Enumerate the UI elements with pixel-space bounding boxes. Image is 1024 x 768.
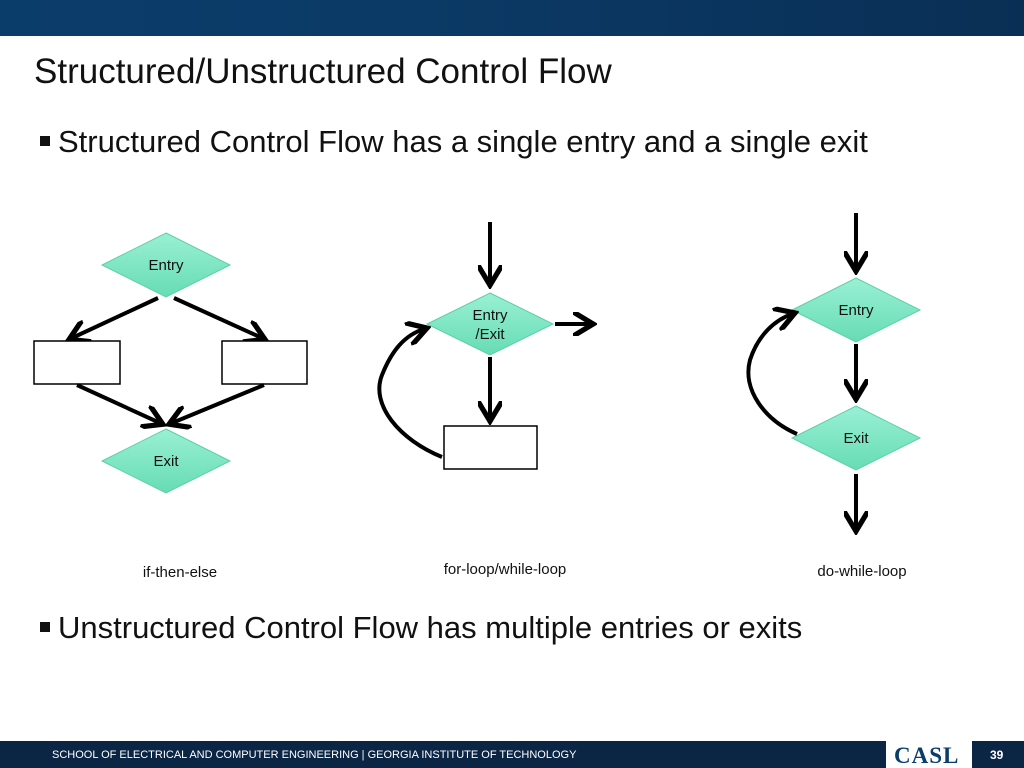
bullet-text: Structured Control Flow has a single ent… [58, 124, 868, 159]
exit-diamond [100, 428, 232, 494]
arrow-then-to-exit [76, 383, 160, 423]
arrow-else-to-exit [172, 383, 265, 423]
caption-if-then-else: if-then-else [142, 564, 218, 581]
entry-exit-label-line2: /Exit [475, 326, 505, 343]
entry-diamond [100, 232, 232, 298]
caption-do-while-loop: do-while-loop [817, 563, 907, 580]
entry-exit-label-line1: Entry [472, 307, 508, 324]
do-while-loop-diagram: Entry Exit [746, 213, 922, 528]
bullet-structured: Structured Control Flow has a single ent… [40, 124, 868, 160]
loop-body-block [443, 425, 538, 470]
page-number: 39 [990, 748, 1004, 762]
entry-label: Entry [838, 302, 874, 319]
arrow-entry-to-then [72, 296, 159, 338]
exit-label: Exit [153, 453, 179, 470]
then-block [33, 340, 121, 385]
entry-label: Entry [148, 257, 184, 274]
bullet-unstructured: Unstructured Control Flow has multiple e… [40, 610, 802, 646]
entry-diamond [790, 277, 922, 343]
back-edge-arrow [377, 329, 443, 459]
casl-logo: CASL [894, 743, 960, 768]
footer-bar: SCHOOL OF ELECTRICAL AND COMPUTER ENGINE… [0, 741, 1024, 768]
slide-title: Structured/Unstructured Control Flow [34, 52, 612, 91]
bullet-text: Unstructured Control Flow has multiple e… [58, 610, 803, 645]
caption-for-while-loop: for-loop/while-loop [443, 561, 567, 578]
back-edge-arrow [746, 314, 797, 436]
flow-diagrams: Entry Exit Entry /Exit Entry Exit [33, 213, 922, 740]
footer-text: SCHOOL OF ELECTRICAL AND COMPUTER ENGINE… [52, 749, 577, 761]
entry-exit-diamond [425, 292, 555, 356]
for-while-loop-diagram: Entry /Exit [377, 222, 590, 470]
else-block [221, 340, 308, 385]
header-bar [0, 0, 1024, 36]
bullet-square-icon [40, 621, 50, 632]
arrow-entry-to-else [173, 296, 262, 338]
exit-label: Exit [843, 430, 869, 447]
exit-diamond [790, 405, 922, 471]
casl-logo-background [886, 741, 972, 768]
bullet-square-icon [40, 135, 50, 146]
if-then-else-diagram: Entry Exit [33, 232, 308, 494]
